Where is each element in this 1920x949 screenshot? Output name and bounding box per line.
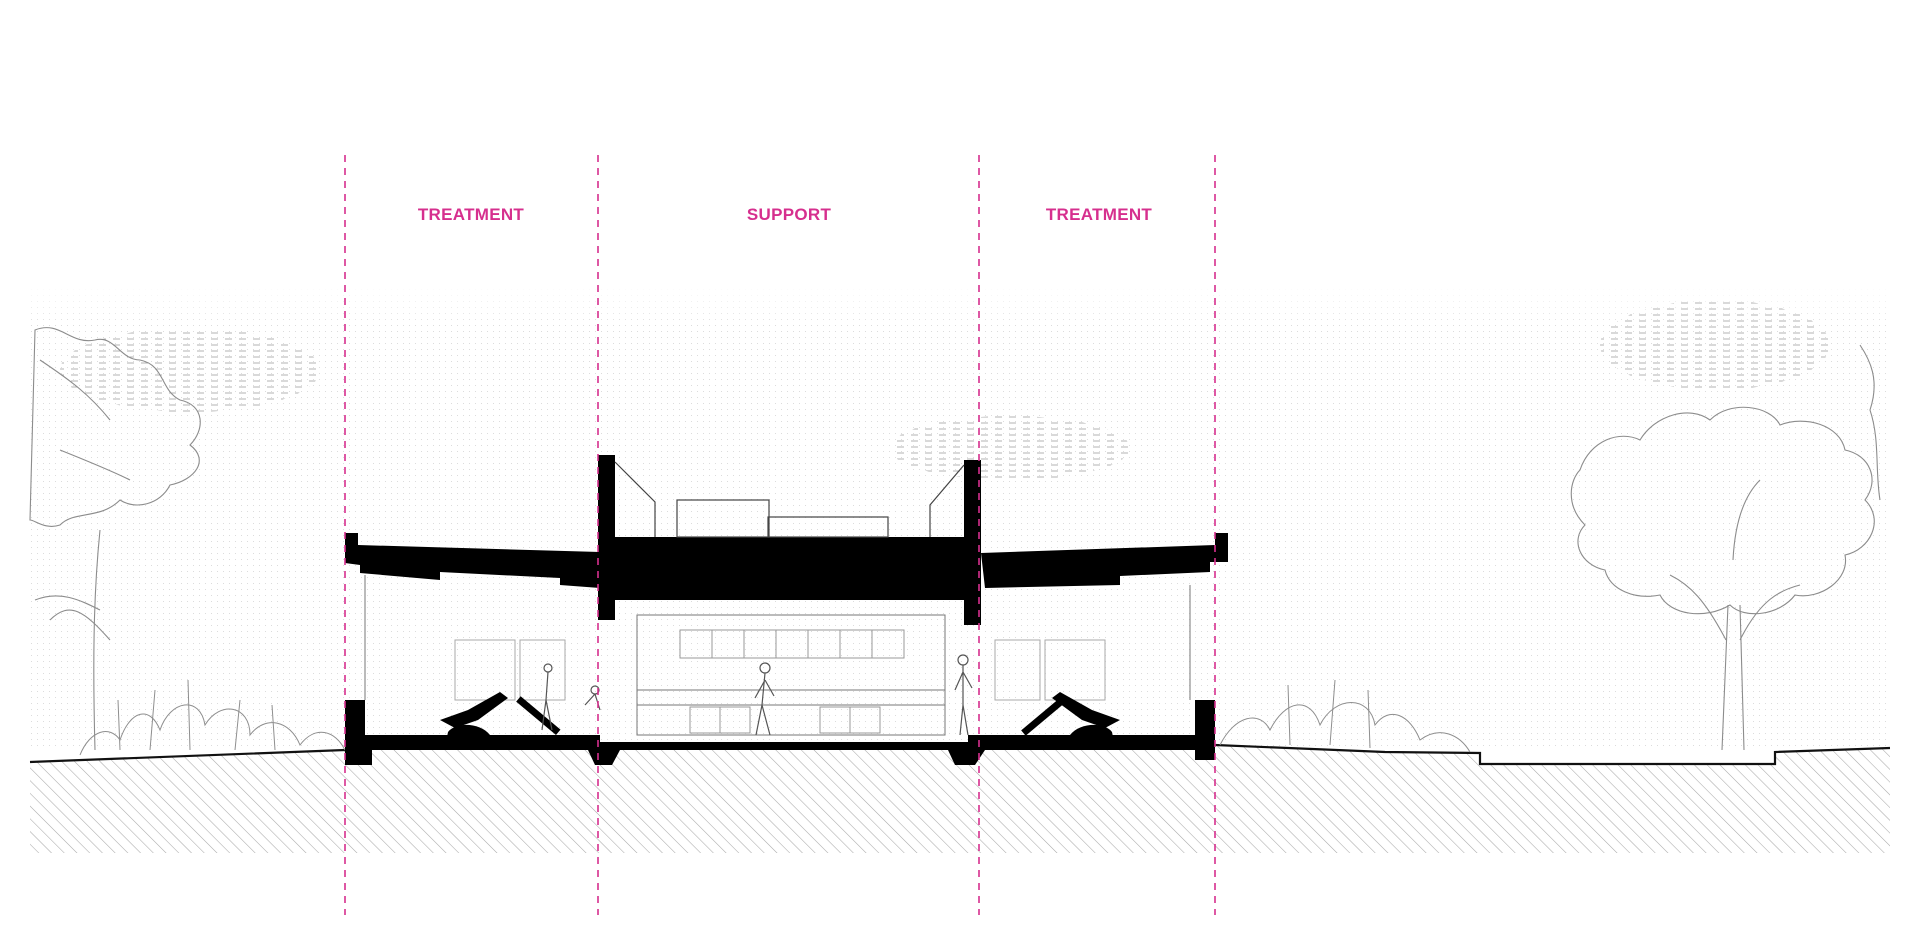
person-icon bbox=[541, 654, 973, 736]
zone-label-support: SUPPORT bbox=[746, 205, 832, 224]
ground-line bbox=[29, 743, 1891, 766]
roof-structure bbox=[345, 455, 1228, 765]
ground-hatch bbox=[30, 745, 1890, 853]
treatment-chair-icon bbox=[1021, 692, 1120, 742]
treatment-chair-icon bbox=[440, 692, 561, 742]
zone-label-treatment-left: TREATMENT bbox=[417, 205, 525, 224]
tree-icon bbox=[29, 327, 201, 751]
zone-label-treatment-right: TREATMENT bbox=[1045, 205, 1153, 224]
cloud-hatch-icon bbox=[60, 300, 1830, 480]
tree-icon bbox=[1570, 344, 1881, 751]
interior-lines bbox=[364, 575, 1191, 736]
shrub-icon bbox=[79, 679, 1471, 756]
clerestory bbox=[614, 461, 965, 538]
zone-dividers bbox=[344, 155, 1216, 915]
